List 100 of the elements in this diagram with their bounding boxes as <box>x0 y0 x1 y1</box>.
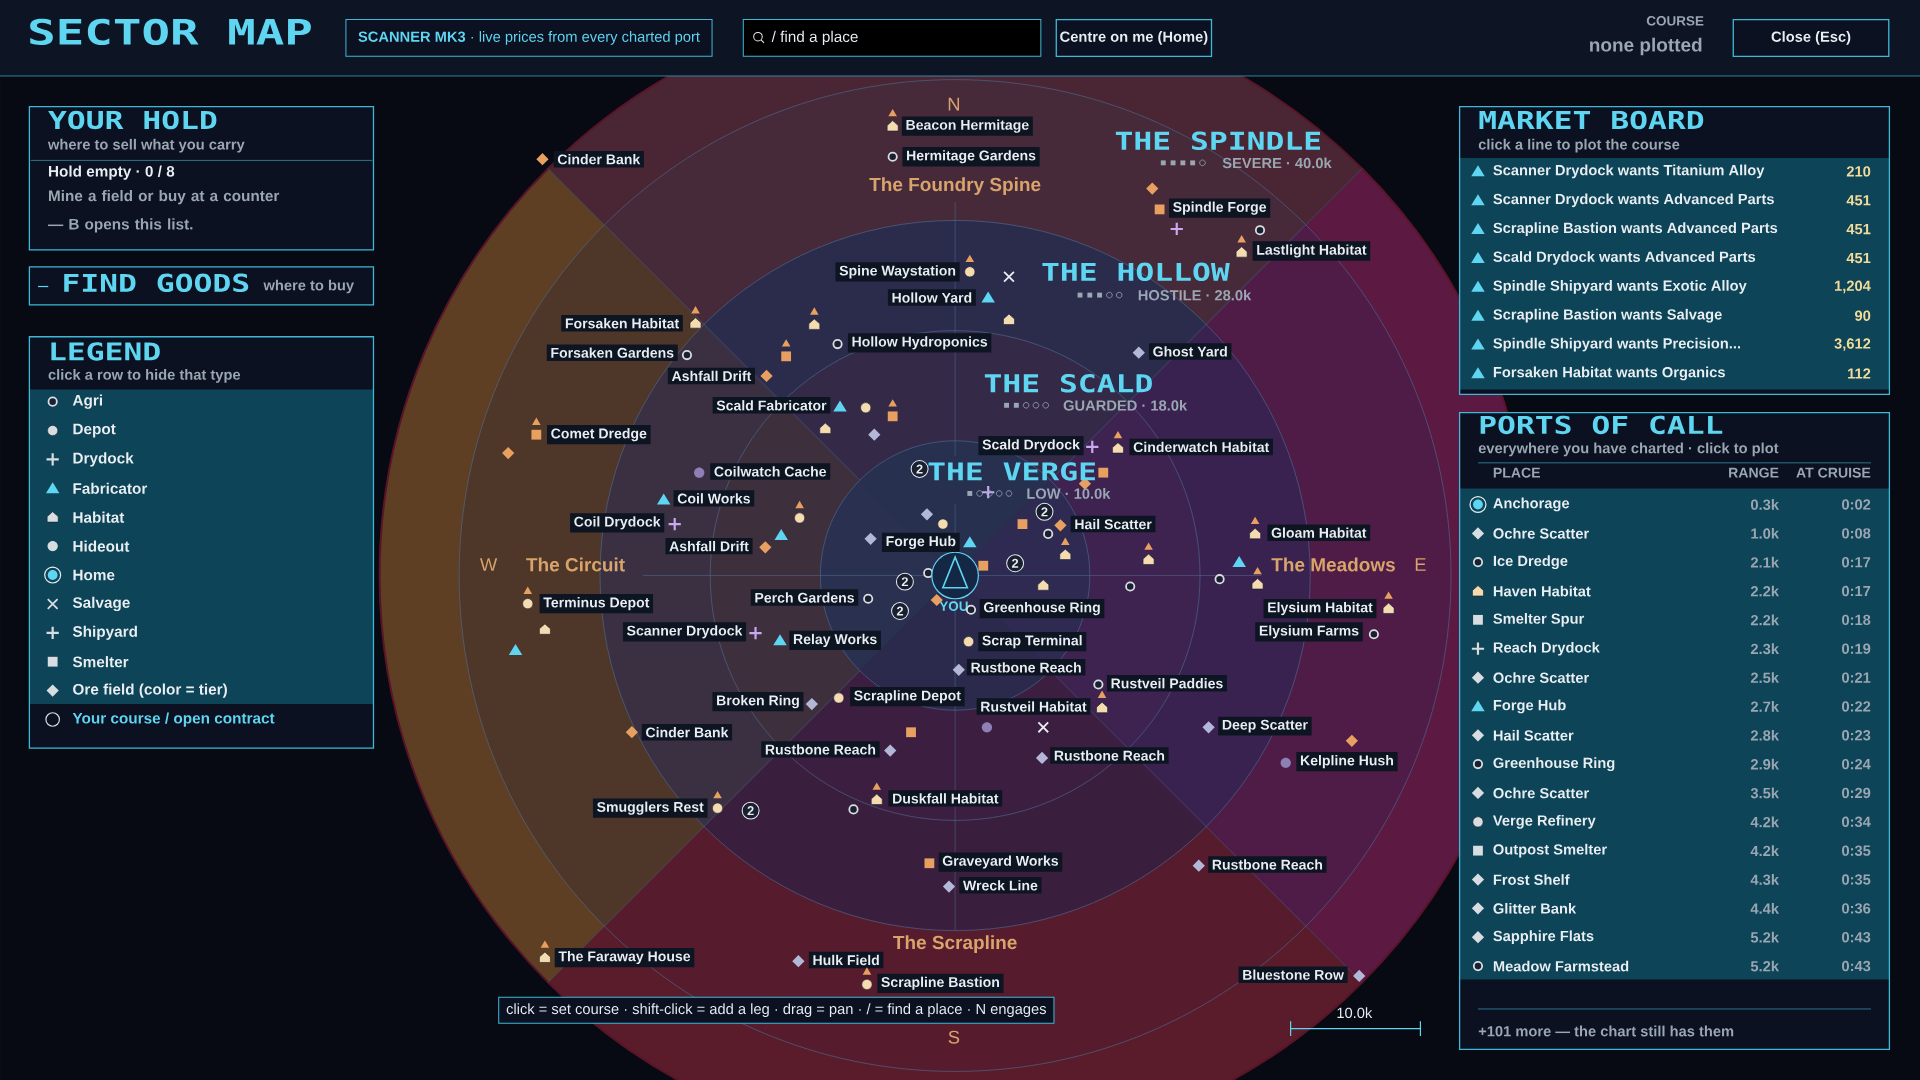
table-cell: 2.9k <box>1750 758 1779 770</box>
place-label: Kelpline Hush <box>1296 752 1398 772</box>
table-cell: 3,612 <box>1834 338 1871 351</box>
table-cell: 0:35 <box>1842 845 1871 856</box>
place-label: Relay Works <box>789 630 881 651</box>
table-cell: 2.8k <box>1750 729 1779 741</box>
zone-threat-label: LOW · 10.0k <box>1027 488 1111 499</box>
place-label: Rustbone Reach <box>761 741 880 758</box>
close-button: Close (Esc) <box>1732 18 1890 57</box>
region-name: The Foundry Spine <box>869 177 1041 195</box>
table-cell: 0:34 <box>1842 816 1871 828</box>
table-cell: 2.7k <box>1750 701 1779 712</box>
table-cell: Ice Dredge <box>1493 555 1568 570</box>
table-cell: 0:17 <box>1842 557 1871 568</box>
place-label: Cinder Bank <box>641 724 733 741</box>
place-label: Scald Fabricator <box>712 397 831 414</box>
table-cell: 2.5k <box>1750 672 1779 683</box>
count-badge: 2 <box>1035 502 1054 521</box>
region-name: The Meadows <box>1271 557 1395 572</box>
place-label: Hollow Hydroponics <box>847 333 992 353</box>
place-label: Broken Ring <box>712 692 804 712</box>
panel-subtitle: click a row to hide that type <box>48 369 241 383</box>
legend-label: Ore field (color = tier) <box>73 683 227 698</box>
place-label: Elysium Farms <box>1255 622 1363 642</box>
place-label: Terminus Depot <box>539 594 654 614</box>
table-cell: 451 <box>1846 224 1871 235</box>
table-cell: Ochre Scatter <box>1493 787 1589 799</box>
count-badge: 2 <box>895 572 914 591</box>
place-label: Scald Drydock <box>978 436 1084 456</box>
table-cell: 3.5k <box>1750 787 1779 799</box>
table-cell: 0:17 <box>1842 585 1871 597</box>
legend-label: Home <box>73 569 115 581</box>
table-cell: 2.2k <box>1750 585 1779 597</box>
zone-heading: THE SPINDLE <box>1115 131 1320 151</box>
legend-label: Fabricator <box>73 482 148 494</box>
table-cell: 210 <box>1846 166 1871 177</box>
place-label: Forsaken Habitat <box>561 315 683 332</box>
table-cell: 0:35 <box>1842 874 1871 885</box>
status-chip: SCANNER MK3 · live prices from every charted port <box>345 19 713 57</box>
compass-letter: W <box>480 558 498 571</box>
table-cell: 5.2k <box>1750 960 1779 972</box>
place-label: Ghost Yard <box>1149 343 1232 360</box>
table-cell: Spindle Shipyard wants Exotic Alloy <box>1493 280 1747 294</box>
place-label: Wreck Line <box>959 877 1042 894</box>
table-cell: Greenhouse Ring <box>1493 757 1615 771</box>
region-name: The Scrapline <box>893 935 1017 953</box>
place-label: Hollow Yard <box>887 289 976 306</box>
field-label: COURSE <box>1646 16 1704 26</box>
table-cell: Verge Refinery <box>1492 814 1596 829</box>
legend-label: Hideout <box>73 540 130 552</box>
place-label: Rustveil Paddies <box>1106 675 1227 692</box>
place-label: Rustveil Habitat <box>976 698 1091 715</box>
table-cell: Anchorage <box>1493 497 1570 512</box>
place-label: Comet Dredge <box>547 425 651 445</box>
table-cell: Scrapline Bastion wants Advanced Parts <box>1493 222 1778 236</box>
column-header: RANGE <box>1729 467 1779 478</box>
search-field: / find a place <box>742 19 1042 57</box>
table-cell: 90 <box>1855 310 1871 321</box>
compass-letter: E <box>1415 558 1426 571</box>
table-cell: Outpost Smelter <box>1493 843 1607 858</box>
place-label: Lastlight Habitat <box>1252 241 1371 261</box>
place-label: Coil Works <box>673 490 755 507</box>
course-status: none plotted <box>1590 37 1702 56</box>
hold-hint: Mine a field or buy at a counter — B opens this list. <box>47 190 280 233</box>
legend-label: Habitat <box>73 511 125 523</box>
table-cell: 0.3k <box>1751 499 1779 510</box>
table-cell: Forge Hub <box>1493 699 1566 714</box>
count-badge: 2 <box>910 460 929 478</box>
table-cell: 0:43 <box>1842 960 1871 972</box>
table-cell: 0:23 <box>1842 730 1871 741</box>
legend-label: Agri <box>72 394 102 409</box>
table-cell: 4.4k <box>1750 903 1779 914</box>
place-label: Graveyard Works <box>938 852 1063 872</box>
count-badge: 2 <box>741 801 760 820</box>
table-cell: 451 <box>1846 195 1871 206</box>
legend-label: Salvage <box>72 596 130 612</box>
table-cell: 0:19 <box>1842 643 1871 654</box>
table-cell: 451 <box>1846 252 1871 264</box>
table-cell: 2.1k <box>1750 556 1779 568</box>
place-label: Rustbone Reach <box>966 659 1086 676</box>
place-label: Rustbone Reach <box>1050 747 1169 764</box>
place-label: Forsaken Gardens <box>546 344 678 361</box>
table-cell: Forsaken Habitat wants Organics <box>1493 366 1725 381</box>
table-cell: Sapphire Flats <box>1493 930 1594 945</box>
panel-heading: MARKET BOARD <box>1479 110 1704 130</box>
table-cell: 0:36 <box>1842 903 1871 914</box>
place-label: Scrapline Bastion <box>877 973 1004 993</box>
table-cell: Scanner Drydock wants Titanium Alloy <box>1493 164 1765 179</box>
page-title: SECTOR MAP <box>30 18 311 46</box>
panel-subtitle: where to sell what you carry <box>47 138 245 153</box>
table-cell: Smelter Spur <box>1493 613 1585 627</box>
table-cell: 4.2k <box>1750 816 1779 828</box>
place-label: Spindle Forge <box>1169 198 1271 218</box>
table-cell: 0:24 <box>1842 758 1871 770</box>
column-header: AT CRUISE <box>1796 467 1871 478</box>
panel-heading: PORTS OF CALL <box>1480 415 1723 435</box>
place-label: Scrapline Depot <box>850 687 965 707</box>
place-label: Beacon Hermitage <box>901 116 1033 136</box>
panel-heading: FIND GOODS <box>64 273 249 293</box>
table-cell: 0:18 <box>1842 614 1871 626</box>
